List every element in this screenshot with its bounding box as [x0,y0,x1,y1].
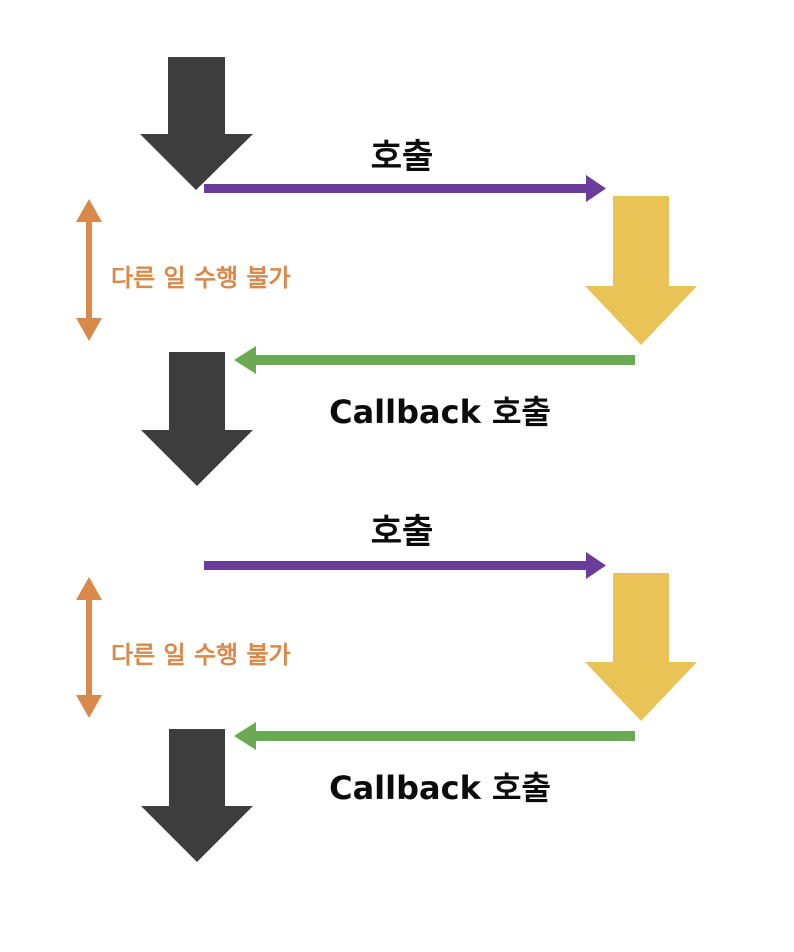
call-arrow-2 [204,552,606,579]
callee-down-arrow-2 [585,573,697,721]
caller-down-arrow-1 [140,57,253,190]
callee-down-arrow-1 [585,196,697,345]
blocked-label-1: 다른 일 수행 불가 [111,264,291,292]
call-label-2: 호출 [371,512,434,552]
caller-down-arrow-3 [141,729,253,862]
caller-down-arrow-2 [141,352,253,486]
callback-label-1: Callback 호출 [329,393,551,431]
call-arrow-1 [204,175,606,202]
blocked-double-arrow-1 [76,199,102,341]
call-label-1: 호출 [371,137,434,177]
blocked-double-arrow-2 [76,577,102,718]
callback-label-2: Callback 호출 [329,769,551,807]
blocked-label-2: 다른 일 수행 불가 [111,641,291,669]
callback-arrow-1 [234,346,635,374]
callback-arrow-2 [234,722,635,750]
